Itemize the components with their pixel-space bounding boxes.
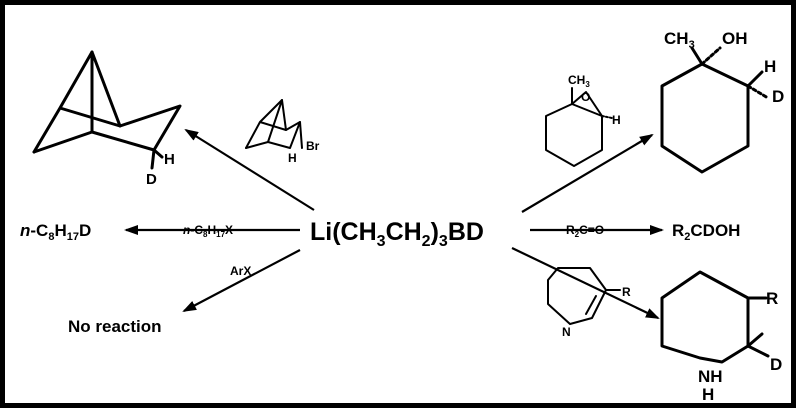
svg-text:D: D	[146, 171, 157, 188]
svg-text:Br: Br	[306, 139, 320, 153]
piperidine-structure: R D NH H	[660, 270, 782, 404]
norbornane-structure: H D	[32, 50, 182, 188]
svg-text:CH3: CH3	[568, 73, 590, 89]
svg-text:D: D	[772, 87, 784, 106]
svg-text:NH: NH	[698, 367, 723, 386]
aryl-halide-reagent: ArX	[230, 264, 251, 278]
svg-text:R: R	[766, 289, 778, 308]
svg-text:H: H	[702, 385, 714, 404]
svg-text:H: H	[288, 151, 297, 165]
ketone-reagent: R2C=O	[566, 223, 604, 239]
octyl-halide-reagent: n-C8H17X	[183, 223, 233, 239]
svg-text:CH3: CH3	[664, 29, 695, 51]
arrow-to-piperidine	[511, 247, 660, 319]
cyclohexanol-structure: CH3 OH H D	[660, 29, 784, 174]
svg-text:R: R	[622, 285, 631, 299]
arrow-to-norbornane	[184, 128, 315, 211]
no-reaction-label: No reaction	[68, 317, 162, 336]
imine-structure: N R	[547, 267, 631, 339]
svg-text:O: O	[581, 90, 590, 104]
norbornyl-bromide-structure: Br H	[245, 99, 320, 165]
alcohol-product: R2CDOH	[672, 221, 740, 243]
svg-text:H: H	[612, 113, 621, 127]
epoxide-structure: CH3 O H	[545, 73, 621, 167]
arrow-to-cyclohexanol	[521, 133, 654, 213]
arrow-no-reaction	[182, 249, 301, 312]
svg-text:N: N	[562, 325, 571, 339]
central-reagent: Li(CH3CH2)3BD	[310, 218, 484, 250]
svg-text:H: H	[764, 57, 776, 76]
svg-text:D: D	[770, 355, 782, 374]
octane-product: n-C8H17D	[20, 221, 91, 243]
svg-text:OH: OH	[722, 29, 748, 48]
svg-text:H: H	[164, 151, 175, 168]
